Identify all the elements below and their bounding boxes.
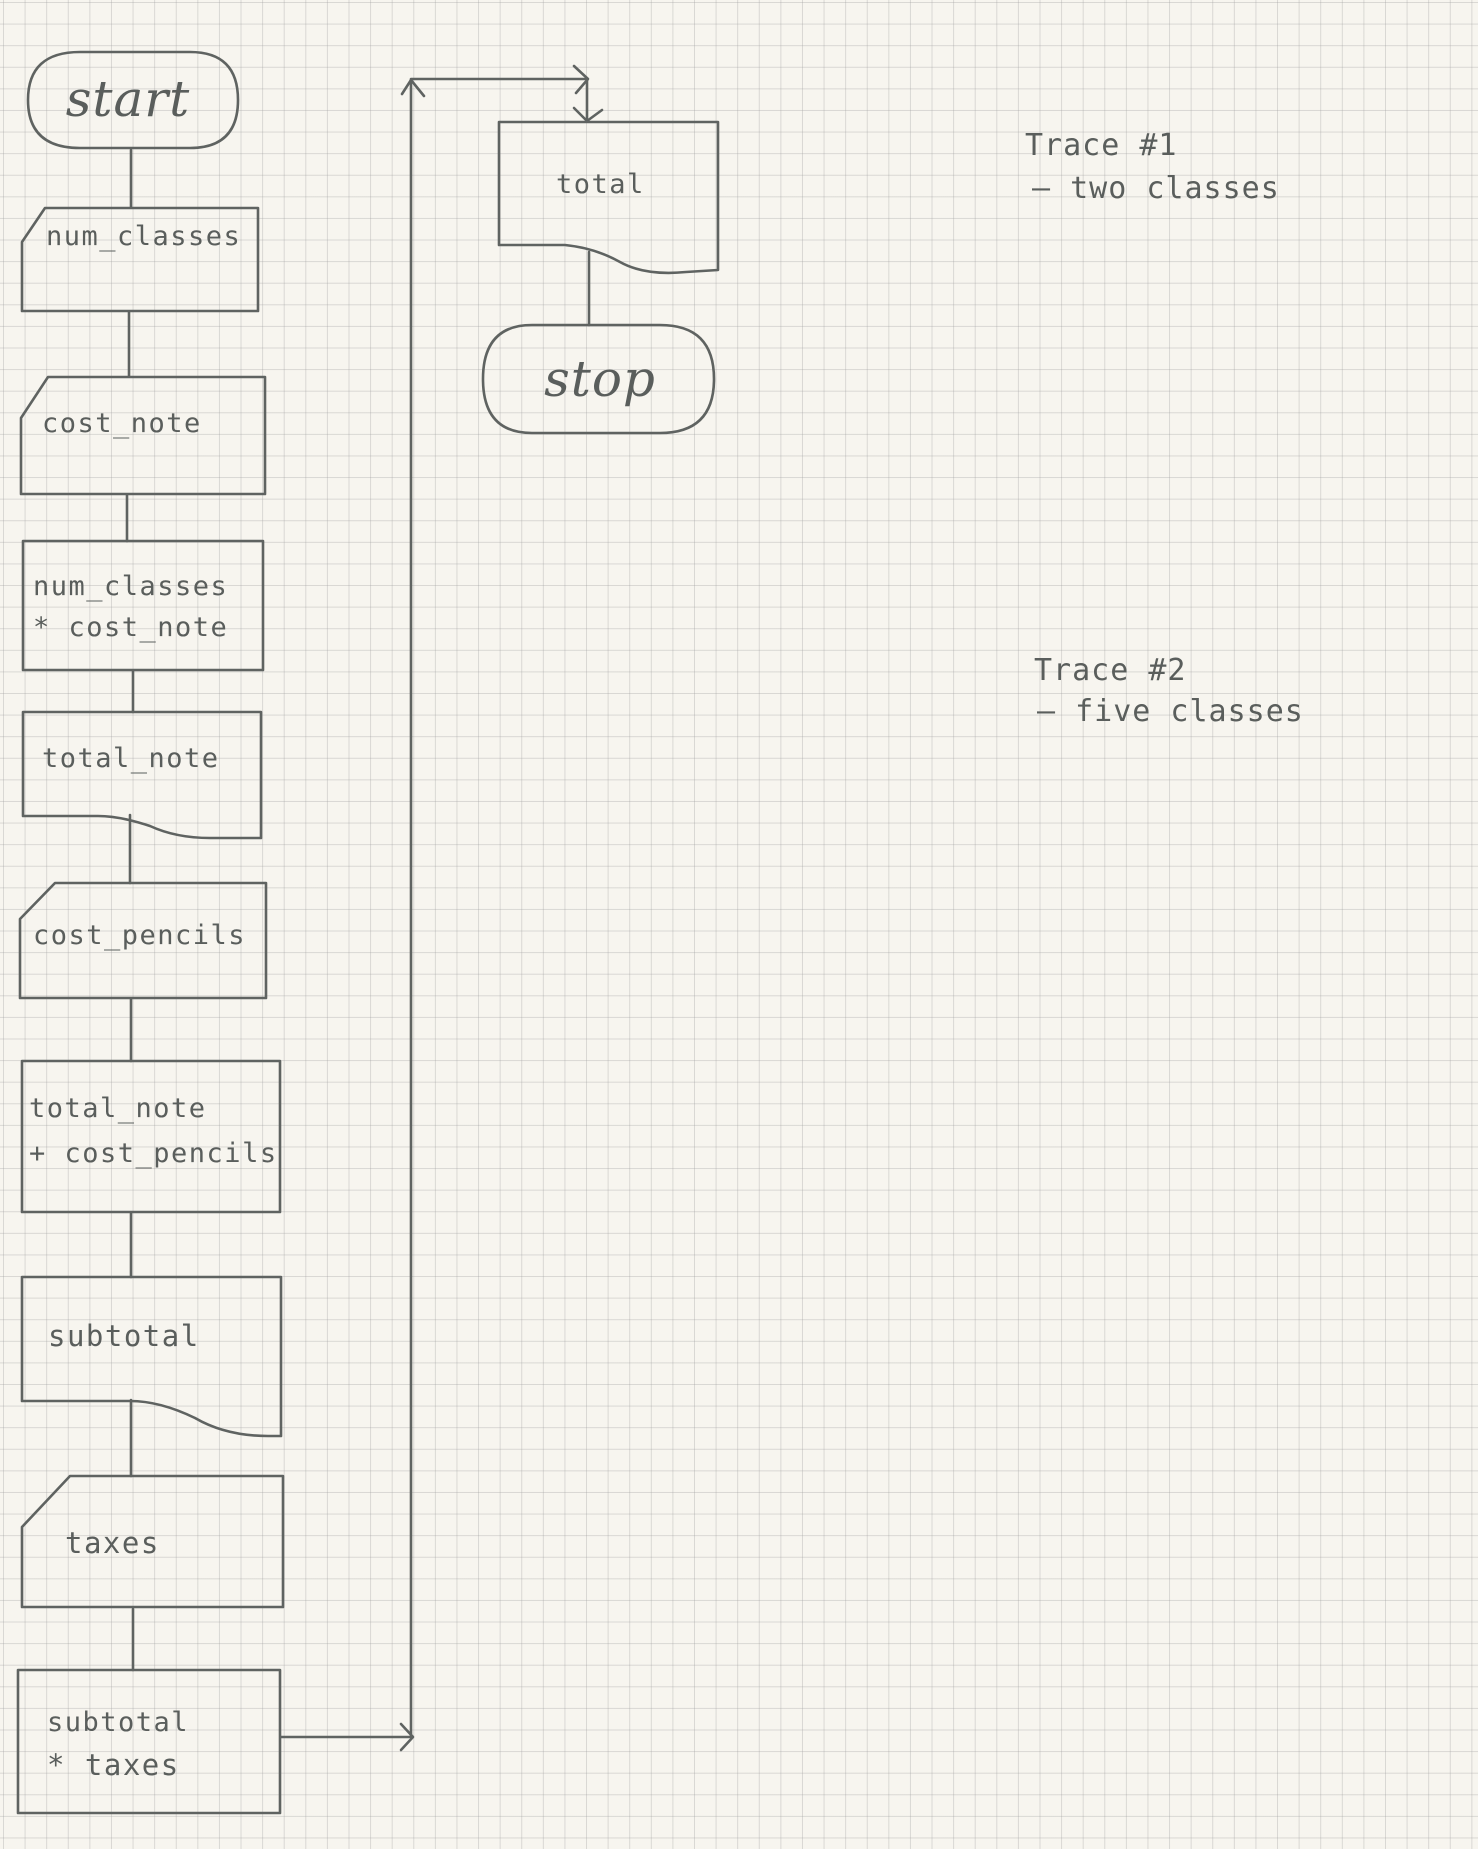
arrowhead-right — [399, 1722, 415, 1752]
input-cost-pencils: cost_pencils — [18, 881, 268, 1000]
connectors — [125, 64, 604, 1752]
trace1-title: Trace #1 — [1025, 128, 1178, 163]
stop-label: stop — [544, 350, 656, 408]
trace-notes: Trace #1 – two classes Trace #2 – five c… — [1025, 128, 1304, 729]
process-multiply: num_classes * cost_note — [21, 539, 265, 672]
output-total-note-label: total_note — [42, 743, 220, 774]
process-taxes-line2: * taxes — [47, 1748, 180, 1782]
process-taxes-line1: subtotal — [47, 1707, 189, 1738]
trace1-detail: – two classes — [1032, 171, 1280, 206]
input-cost-note: cost_note — [19, 375, 267, 496]
process-multiply-line1: num_classes — [33, 571, 228, 602]
process-add-line1: total_note — [29, 1093, 207, 1124]
start-terminator: start — [26, 50, 240, 150]
output-subtotal: subtotal — [20, 1275, 283, 1438]
start-label: start — [66, 70, 191, 128]
trace2-detail: – five classes — [1037, 694, 1304, 729]
stop-terminator: stop — [481, 323, 716, 435]
process-add-line2: + cost_pencils — [29, 1138, 278, 1169]
input-taxes: taxes — [20, 1474, 285, 1609]
trace2-title: Trace #2 — [1034, 653, 1187, 688]
output-total: total — [497, 120, 720, 275]
process-taxes: subtotal * taxes — [16, 1668, 282, 1815]
input-num-classes-label: num_classes — [46, 221, 241, 252]
input-cost-pencils-label: cost_pencils — [33, 920, 246, 951]
input-num-classes: num_classes — [20, 206, 260, 313]
input-taxes-label: taxes — [65, 1526, 160, 1560]
output-total-note: total_note — [21, 710, 263, 840]
arrowhead-up — [400, 78, 426, 98]
output-subtotal-label: subtotal — [48, 1319, 200, 1353]
process-add: total_note + cost_pencils — [20, 1059, 282, 1214]
output-total-label: total — [556, 169, 645, 200]
input-cost-note-label: cost_note — [42, 408, 202, 439]
process-multiply-line2: * cost_note — [33, 612, 228, 643]
